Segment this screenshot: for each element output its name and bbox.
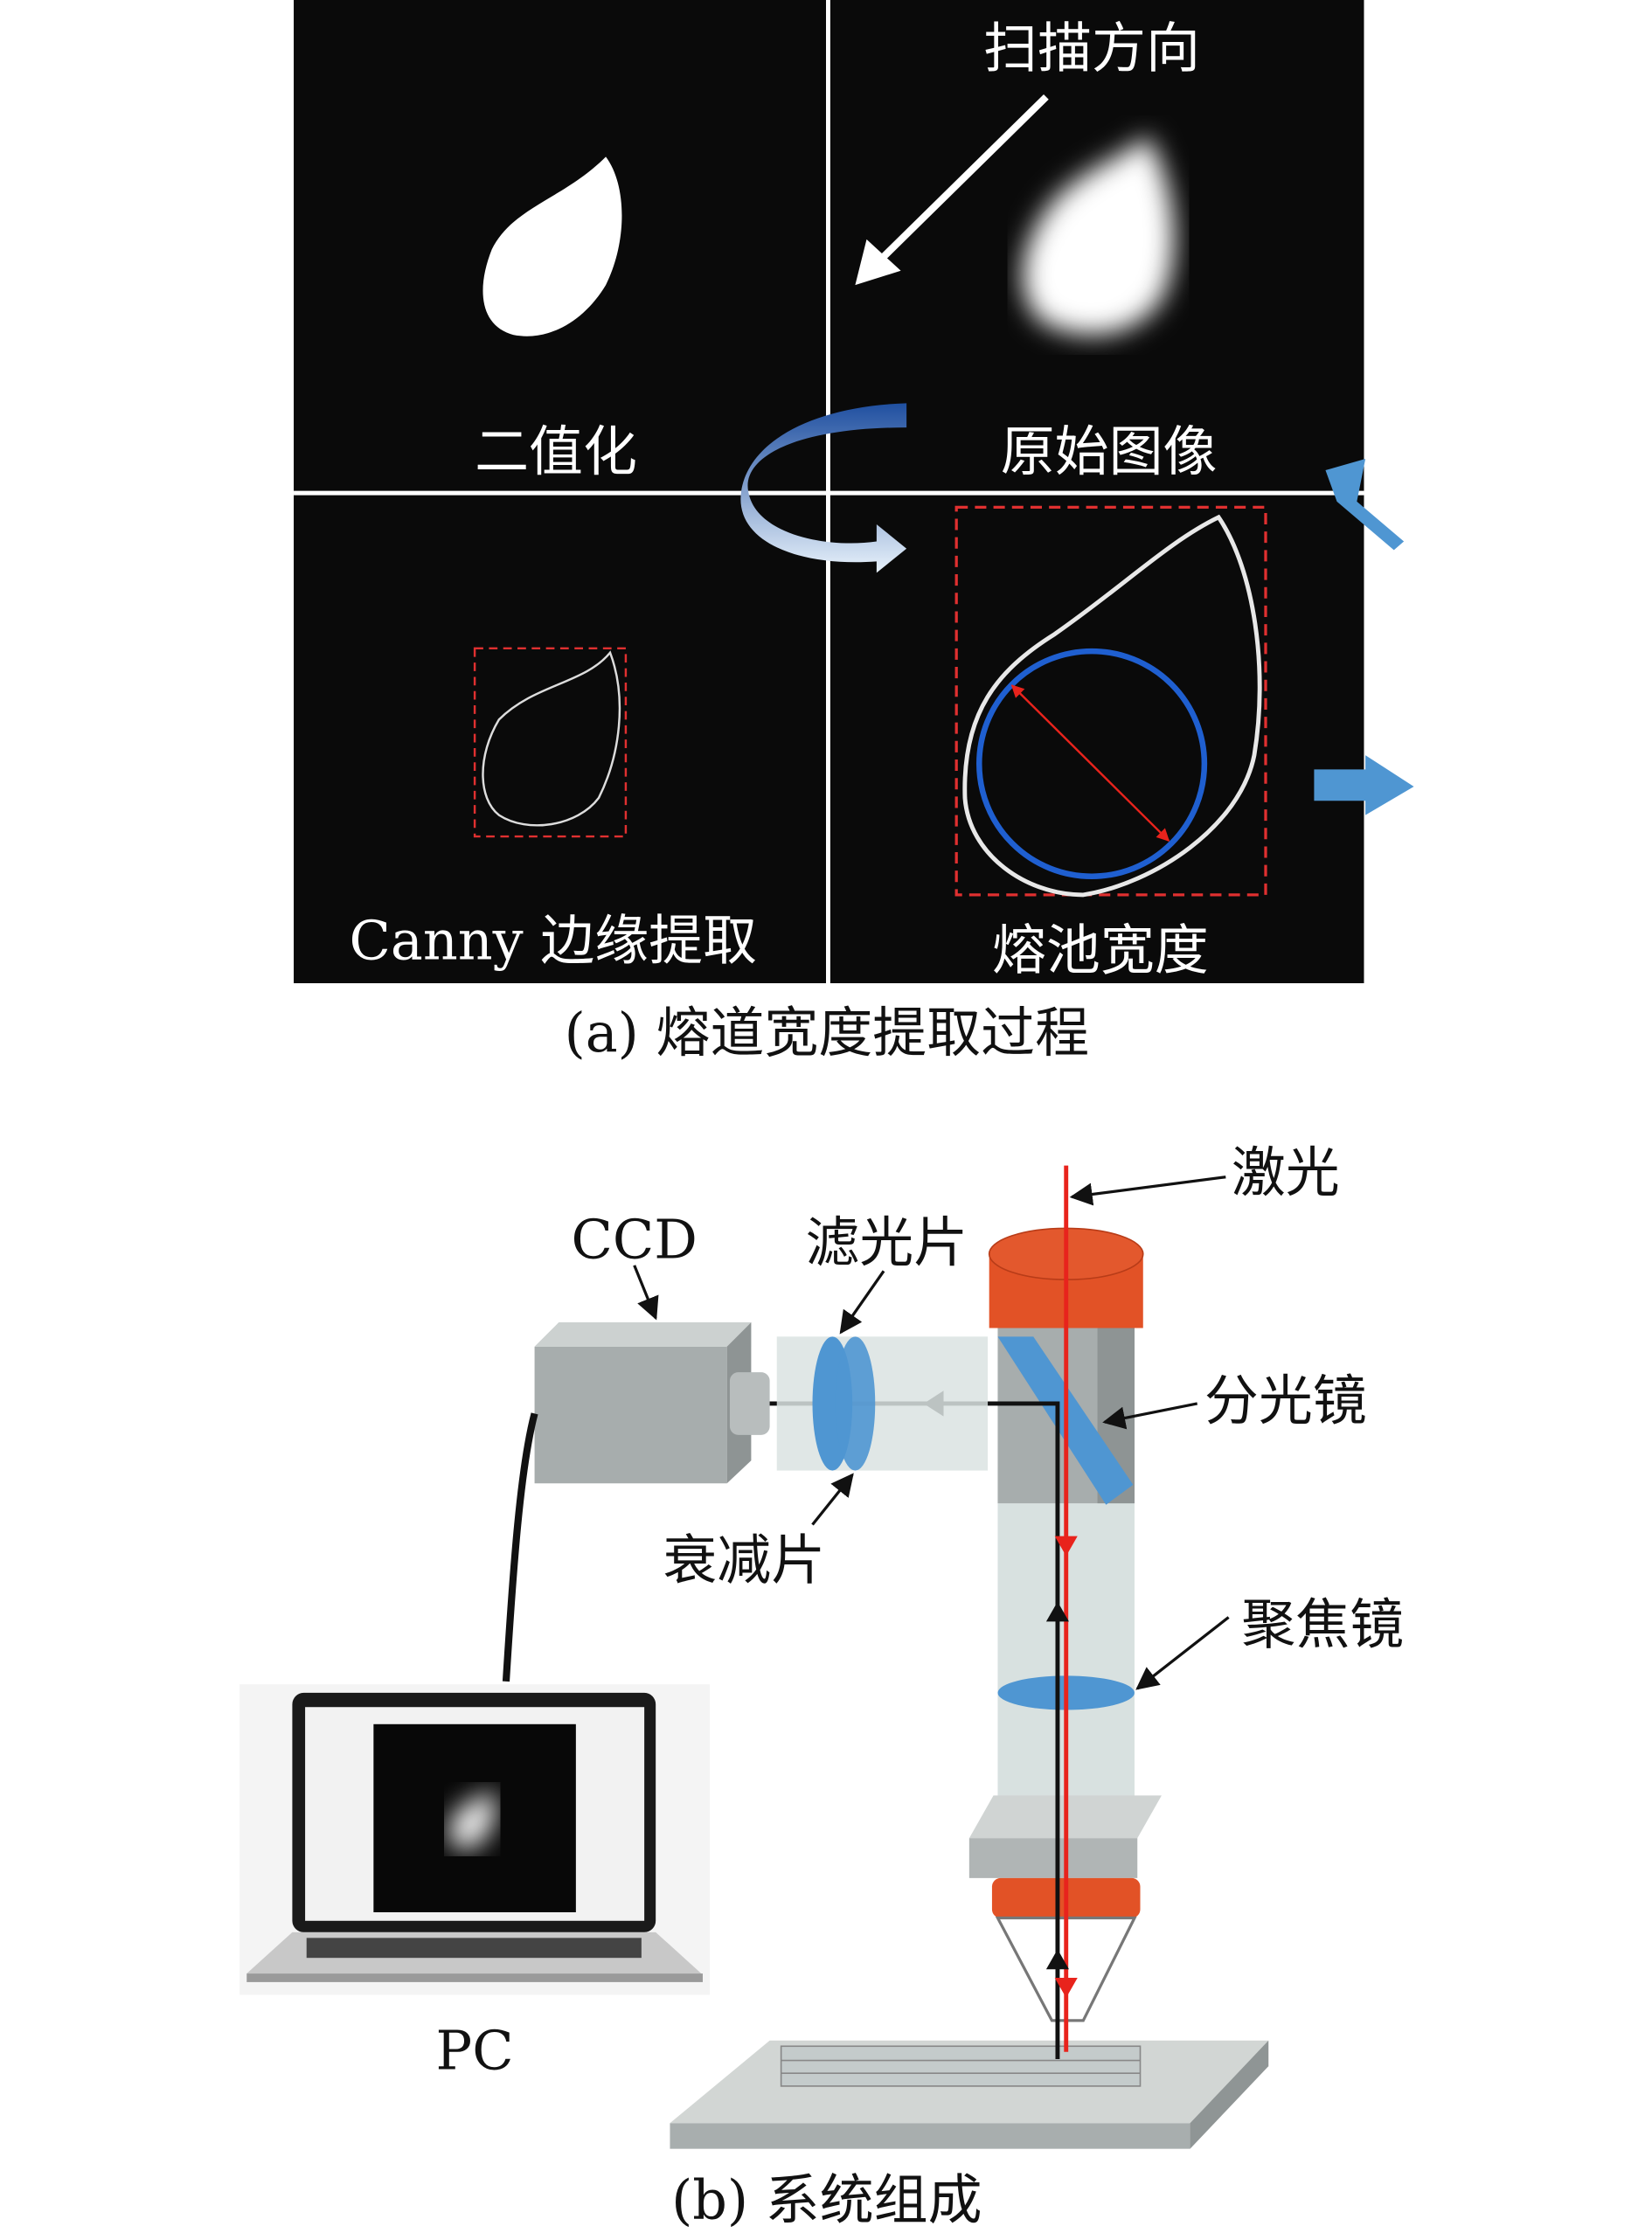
label-ccd: CCD xyxy=(571,1208,697,1272)
canny-edge xyxy=(482,650,621,827)
binary-melt-pool xyxy=(482,156,622,336)
label-focus-lens: 聚焦镜 xyxy=(1241,1592,1404,1656)
label-canny: Canny 边缘提取 xyxy=(350,908,758,972)
label-scan-direction: 扫描方向 xyxy=(983,17,1200,80)
up-right-arrow-icon xyxy=(1325,458,1405,551)
width-measure-arrow xyxy=(1010,684,1170,842)
laptop-pc xyxy=(239,1684,711,1995)
panel-b: 激光 CCD 滤光片 分光镜 衰减片 聚焦镜 PC (b) 系统组成 xyxy=(239,1141,1404,2232)
process-curved-arrow xyxy=(740,403,907,573)
nozzle-block xyxy=(968,1838,1138,1878)
ccd-cable xyxy=(502,1412,538,1682)
label-laser: 激光 xyxy=(1232,1141,1340,1204)
nozzle-cone xyxy=(995,1916,1137,2022)
label-binarization: 二值化 xyxy=(475,420,637,483)
right-arrow-icon xyxy=(1314,755,1414,815)
ccd-camera xyxy=(534,1346,727,1484)
scan-arrow-head-icon xyxy=(855,239,901,286)
pool-edge xyxy=(962,514,1262,898)
scan-direction-arrow xyxy=(874,94,1049,267)
attenuator-lens xyxy=(835,1336,876,1471)
caption-b: (b) 系统组成 xyxy=(671,2168,982,2232)
label-original-image: 原始图像 xyxy=(1001,420,1218,483)
filter-tube xyxy=(776,1336,989,1471)
caption-a: (a) 熔道宽度提取过程 xyxy=(565,1001,1089,1065)
inscribed-circle xyxy=(976,648,1208,879)
width-bbox xyxy=(954,505,1267,897)
label-pc: PC xyxy=(436,2018,514,2082)
original-melt-pool xyxy=(1023,135,1175,335)
panel-a: 二值化 原始图像 Canny 边缘提取 熔池宽度 扫描方向 (a) 熔道宽度提取… xyxy=(294,0,1414,1065)
label-beam-splitter: 分光镜 xyxy=(1204,1369,1367,1432)
deposited-tracks xyxy=(780,2045,1142,2087)
canny-bbox xyxy=(473,647,628,838)
label-pool-width: 熔池宽度 xyxy=(992,919,1209,982)
label-filter: 滤光片 xyxy=(805,1210,968,1274)
label-attenuator: 衰减片 xyxy=(663,1528,825,1592)
